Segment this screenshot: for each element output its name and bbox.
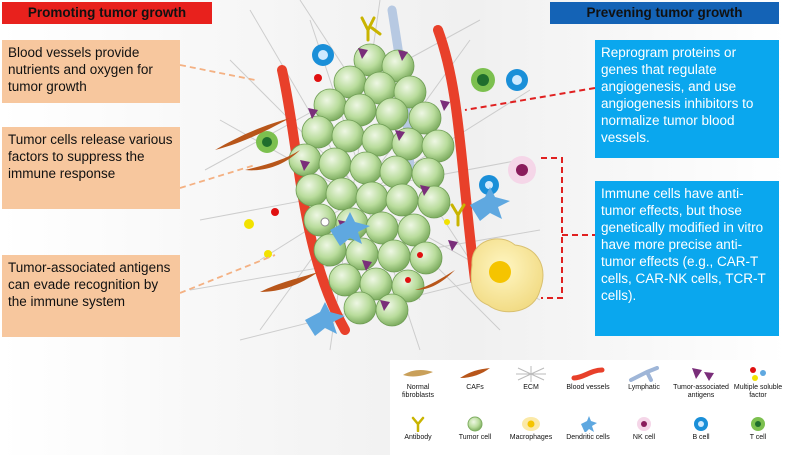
header-promoting: Promoting tumor growth: [2, 2, 212, 24]
blood-vessel-right: [433, 25, 480, 285]
tumor-cell: [375, 97, 409, 131]
tumor-cell: [331, 119, 365, 153]
tumor-cell: [391, 269, 425, 303]
tumor-cell: [409, 241, 443, 275]
legend-item: Tumor cell: [447, 416, 503, 442]
legend-item: CAFs: [447, 366, 503, 392]
blood-vessel-icon: [571, 367, 605, 381]
legend: Normal fibroblasts CAFs ECM Blood vessel…: [390, 360, 787, 455]
legend-item: Blood vessels: [560, 366, 616, 392]
tumor-cell: [355, 181, 389, 215]
legend-item: B cell: [673, 416, 729, 442]
tumor-cell: [301, 115, 335, 149]
box-blood-vessels: Blood vessels provide nutrients and oxyg…: [2, 40, 180, 103]
antigen-icon: [692, 368, 714, 381]
box-immune-suppression: Tumor cells release various factors to s…: [2, 127, 180, 209]
tumor-cell: [303, 203, 337, 237]
tumor-cell: [385, 183, 419, 217]
tumor-cell: [328, 263, 362, 297]
tumor-cell-icon: [467, 416, 483, 432]
antibodies: [360, 16, 466, 227]
tumor-cell: [295, 173, 329, 207]
antibody-icon: [411, 416, 425, 432]
tumor-cell: [343, 291, 377, 325]
tumor-cell: [325, 177, 359, 211]
ecm-icon: [516, 366, 546, 382]
nk-cell-icon: [637, 417, 651, 431]
legend-item: Antibody: [390, 416, 446, 442]
tumor-cell: [421, 129, 455, 163]
macrophage-icon: [522, 417, 540, 431]
caf-icon: [460, 368, 490, 378]
box-immune-cells: Immune cells have anti-tumor effects, bu…: [595, 181, 779, 336]
header-preventing: Prevening tumor growth: [550, 2, 779, 24]
box-antigen-evasion: Tumor-associated antigens can evade reco…: [2, 255, 180, 337]
b-cells: [312, 44, 528, 195]
tumor-cell: [408, 101, 442, 135]
soluble-factors: [244, 74, 450, 283]
box-angiogenesis: Reprogram proteins or genes that regulat…: [595, 40, 779, 158]
tumor-cell: [393, 75, 427, 109]
fibroblasts: [215, 118, 455, 292]
tumor-cell: [375, 293, 409, 327]
connectors-right: [464, 87, 596, 299]
legend-item: Macrophages: [503, 416, 559, 442]
tumor-mass: [288, 43, 455, 327]
tumor-cell: [417, 185, 451, 219]
tumor-cell: [288, 143, 322, 177]
legend-item: T cell: [730, 416, 786, 442]
tumor-antigens: [300, 48, 458, 311]
tumor-cell: [379, 155, 413, 189]
legend-item: Tumor-associated antigens: [673, 366, 729, 400]
tumor-cell: [365, 211, 399, 245]
soluble-factor-icon: [750, 367, 766, 381]
tumor-cell: [377, 239, 411, 273]
legend-item: NK cell: [616, 416, 672, 442]
tumor-cell: [318, 147, 352, 181]
t-cells: [256, 68, 495, 153]
t-cell-icon: [751, 417, 765, 431]
dendritic-cells: [305, 187, 510, 336]
tumor-cell: [397, 213, 431, 247]
legend-item: ECM: [503, 366, 559, 392]
tumor-cell: [349, 151, 383, 185]
legend-item: Multiple soluble factor: [730, 366, 786, 400]
b-cell-icon: [694, 417, 708, 431]
legend-item: Normal fibroblasts: [390, 366, 446, 400]
legend-item: Lymphatic: [616, 366, 672, 392]
dendritic-cell-icon: [581, 416, 597, 432]
tumor-cell: [411, 157, 445, 191]
tumor-cell: [361, 123, 395, 157]
connectors-left: [179, 64, 276, 294]
lymphatic-icon: [629, 366, 659, 382]
normal-fibroblast-icon: [403, 370, 433, 377]
legend-item: Dendritic cells: [560, 416, 616, 442]
